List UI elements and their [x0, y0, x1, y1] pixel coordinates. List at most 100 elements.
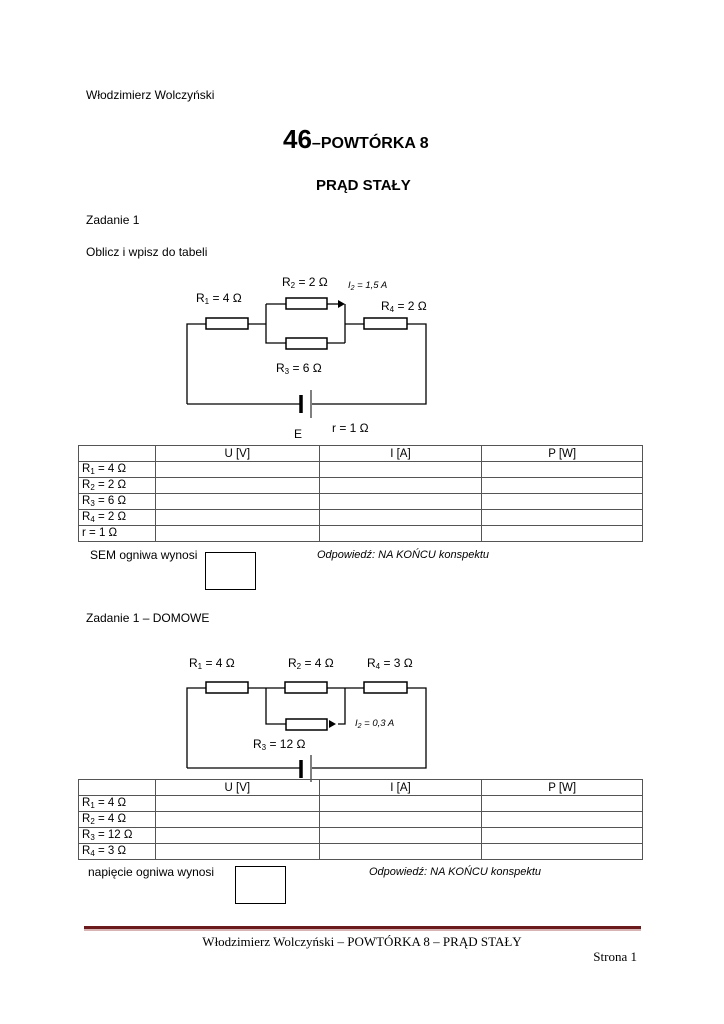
footer-rule-shadow: [84, 929, 641, 931]
footer-rule: [84, 926, 641, 929]
answer-label-emf: SEM ogniwa wynosi: [90, 548, 198, 562]
author-name: Włodzimierz Wolczyński: [86, 88, 215, 102]
answer-note: Odpowiedź: NA KOŃCU konspektu: [369, 866, 541, 878]
row-label: R4 = 2 Ω: [78, 509, 156, 526]
task2-heading: Zadanie 1 – DOMOWE: [86, 611, 210, 625]
resistor-r1: [205, 317, 249, 330]
table-row: R4 = 2 Ω: [78, 509, 643, 526]
row-label: R3 = 12 Ω: [78, 827, 156, 844]
current-arrow-icon: [329, 720, 336, 728]
table-row: r = 1 Ω: [78, 525, 643, 542]
column-header: [78, 445, 156, 462]
label-r3: R3 = 12 Ω: [253, 737, 306, 752]
cell-voltage[interactable]: [154, 827, 320, 844]
column-header-power: P [W]: [481, 445, 643, 462]
cell-voltage[interactable]: [154, 509, 320, 526]
cell-voltage[interactable]: [154, 843, 320, 860]
table-row: R3 = 6 Ω: [78, 493, 643, 510]
table-row: R3 = 12 Ω: [78, 827, 643, 844]
label-r4: R4 = 3 Ω: [367, 656, 413, 671]
cell-power[interactable]: [481, 493, 643, 510]
cell-voltage[interactable]: [154, 795, 320, 812]
cell-voltage[interactable]: [154, 477, 320, 494]
cell-voltage[interactable]: [154, 525, 320, 542]
label-r2: R2 = 4 Ω: [288, 656, 334, 671]
cell-power[interactable]: [481, 477, 643, 494]
column-header-current: I [A]: [318, 779, 483, 796]
cell-power[interactable]: [481, 509, 643, 526]
page-title: 46–POWTÓRKA 8: [283, 124, 429, 155]
page-number: Strona 1: [593, 949, 637, 964]
resistor-r1: [205, 681, 249, 694]
current-arrow-icon: [338, 300, 345, 308]
row-label: R2 = 2 Ω: [78, 477, 156, 494]
row-label: r = 1 Ω: [78, 525, 156, 542]
results-table-1: U [V] I [A] P [W] R1 = 4 Ω R2 = 2 Ω R3 =…: [78, 445, 643, 542]
task1-instruction: Oblicz i wpisz do tabeli: [86, 245, 208, 259]
cell-power[interactable]: [481, 827, 643, 844]
wire: [265, 304, 286, 344]
cell-power[interactable]: [481, 795, 643, 812]
cell-power[interactable]: [481, 843, 643, 860]
cell-current[interactable]: [318, 477, 483, 494]
table-row: R1 = 4 Ω: [78, 795, 643, 812]
resistor-r3: [285, 718, 328, 731]
cell-power[interactable]: [481, 461, 643, 478]
resistor-r3: [285, 337, 328, 350]
wire: [186, 687, 206, 768]
footer-text: Włodzimierz Wolczyński – POWTÓRKA 8 – PR…: [202, 934, 522, 949]
label-current: I2 = 1,5 A: [348, 280, 388, 292]
table-header-row: U [V] I [A] P [W]: [78, 779, 643, 796]
label-r1: R1 = 4 Ω: [196, 291, 242, 306]
column-header-current: I [A]: [318, 445, 483, 462]
wire: [338, 688, 346, 725]
label-internal-resistance: r = 1 Ω: [332, 421, 369, 435]
answer-box-emf[interactable]: [205, 552, 256, 590]
cell-current[interactable]: [318, 843, 483, 860]
cell-voltage[interactable]: [154, 493, 320, 510]
column-header-voltage: U [V]: [154, 445, 320, 462]
wire: [265, 688, 286, 725]
row-label: R4 = 3 Ω: [78, 843, 156, 860]
cell-power[interactable]: [481, 811, 643, 828]
cell-current[interactable]: [318, 509, 483, 526]
label-r3: R3 = 6 Ω: [276, 361, 322, 376]
row-label: R1 = 4 Ω: [78, 461, 156, 478]
table-header-row: U [V] I [A] P [W]: [78, 445, 643, 462]
task1-heading: Zadanie 1: [86, 213, 140, 227]
label-r4: R4 = 2 Ω: [381, 299, 427, 314]
label-r2: R2 = 2 Ω: [282, 275, 328, 290]
answer-label-voltage: napięcie ogniwa wynosi: [88, 865, 215, 879]
column-header-voltage: U [V]: [154, 779, 320, 796]
cell-power[interactable]: [481, 525, 643, 542]
row-label: R3 = 6 Ω: [78, 493, 156, 510]
answer-box-voltage[interactable]: [235, 866, 286, 904]
cell-voltage[interactable]: [154, 811, 320, 828]
resistor-r4: [363, 681, 408, 694]
answer-note: Odpowiedź: NA KOŃCU konspektu: [317, 549, 489, 561]
row-label: R2 = 4 Ω: [78, 811, 156, 828]
column-header: [78, 779, 156, 796]
wire: [186, 323, 206, 404]
resistor-r2: [285, 297, 328, 310]
cell-current[interactable]: [318, 795, 483, 812]
cell-current[interactable]: [318, 525, 483, 542]
label-emf: E: [294, 427, 303, 441]
results-table-2: U [V] I [A] P [W] R1 = 4 Ω R2 = 4 Ω R3 =…: [78, 779, 643, 860]
title-number: 46: [283, 124, 312, 154]
resistor-r4: [363, 317, 408, 330]
cell-voltage[interactable]: [154, 461, 320, 478]
table-row: R2 = 2 Ω: [78, 477, 643, 494]
column-header-power: P [W]: [481, 779, 643, 796]
row-label: R1 = 4 Ω: [78, 795, 156, 812]
cell-current[interactable]: [318, 811, 483, 828]
page-subtitle: PRĄD STAŁY: [316, 177, 411, 194]
cell-current[interactable]: [318, 493, 483, 510]
cell-current[interactable]: [318, 461, 483, 478]
label-r1: R1 = 4 Ω: [189, 656, 235, 671]
table-row: R1 = 4 Ω: [78, 461, 643, 478]
wire: [312, 323, 427, 405]
label-current: I2 = 0,3 A: [355, 718, 395, 730]
table-row: R4 = 3 Ω: [78, 843, 643, 860]
cell-current[interactable]: [318, 827, 483, 844]
